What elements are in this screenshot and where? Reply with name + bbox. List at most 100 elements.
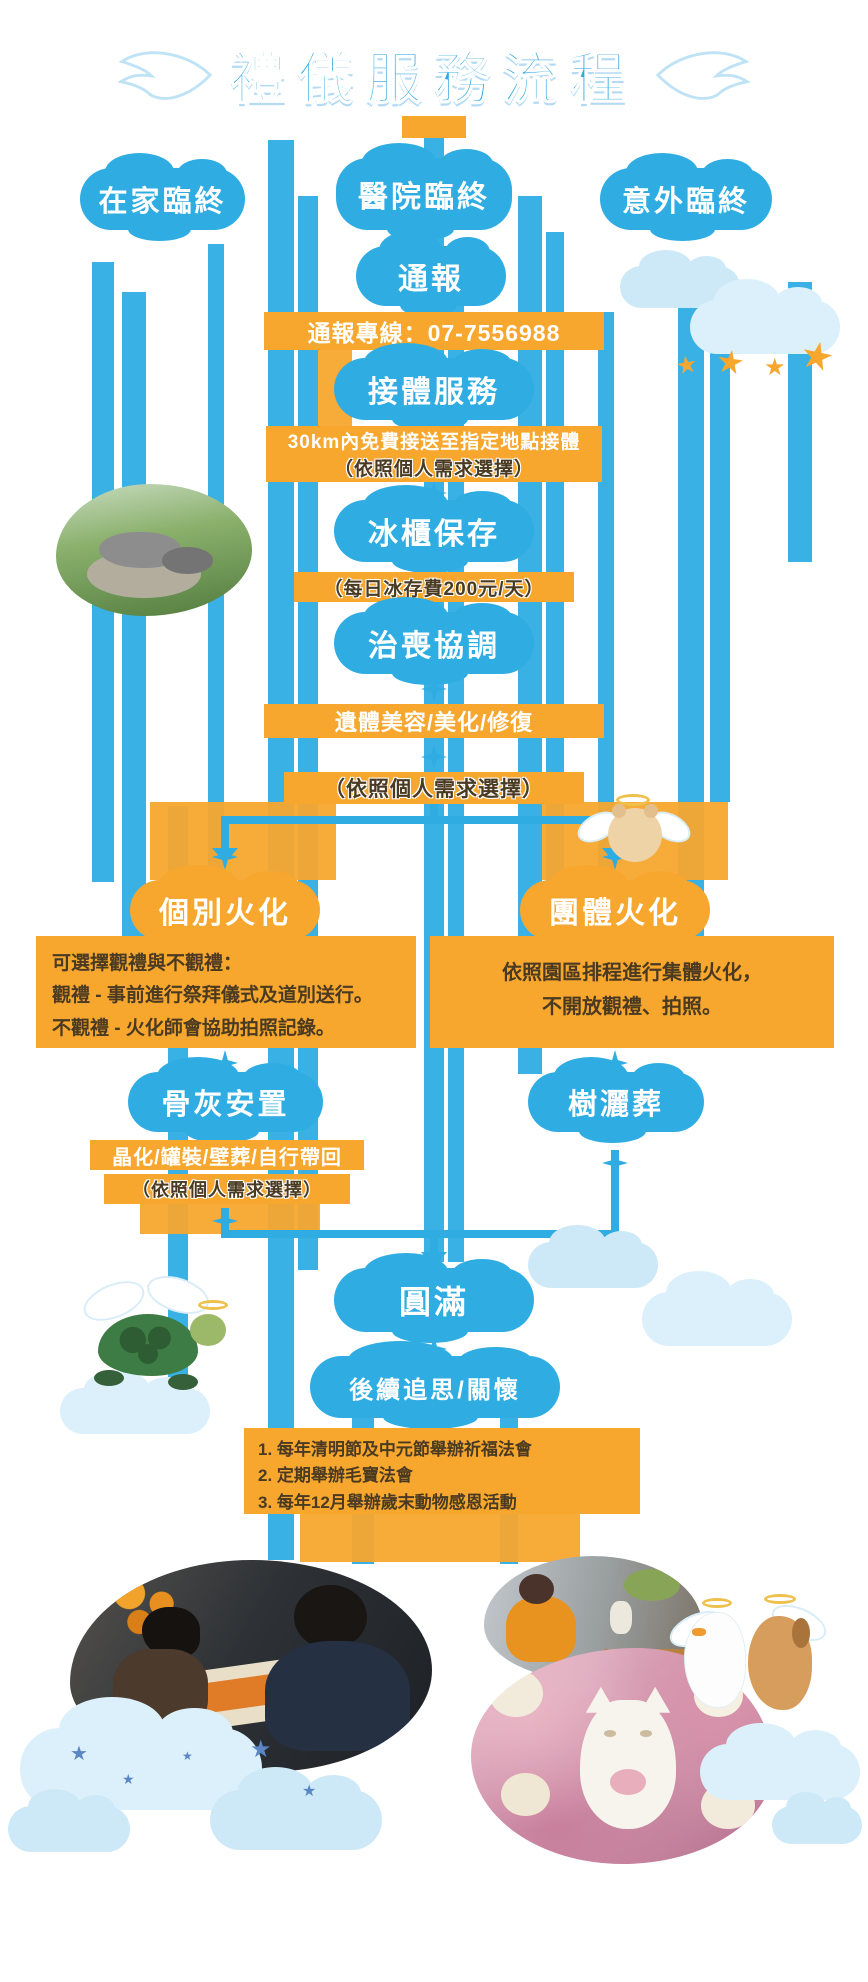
group-info-line1: 依照園區排程進行集體火化， xyxy=(502,962,762,984)
cat-urn-badge xyxy=(609,1768,647,1795)
freezer-note-band: （每日冰存費200元/天） xyxy=(294,572,574,602)
cloud-icon xyxy=(642,1271,792,1346)
decor-stripe xyxy=(710,332,730,802)
halo-icon xyxy=(198,1300,228,1310)
individual-info-line3: 不觀禮 - 火化師會協助拍照記錄。 xyxy=(52,1017,335,1039)
goose-beak xyxy=(692,1628,706,1636)
node-accident-passing: 意外臨終 xyxy=(600,153,772,241)
cloud-icon xyxy=(690,279,840,354)
halo-icon xyxy=(764,1594,796,1604)
halo-icon xyxy=(702,1598,732,1608)
connector-left-stub xyxy=(221,816,229,848)
node-tree-burial: 樹灑葬 xyxy=(528,1057,704,1143)
node-notify: 通報 xyxy=(356,231,506,317)
turtle-flipper xyxy=(168,1374,198,1390)
ashes-per-need-text: （依照個人需求選擇） xyxy=(132,1180,322,1200)
cat-urn-eye xyxy=(603,1730,616,1737)
altar-vase xyxy=(610,1601,633,1635)
node-freezer-label: 冰櫃保存 xyxy=(368,518,500,551)
star-icon: ★ xyxy=(250,1736,272,1763)
star-icon: ★ xyxy=(182,1749,193,1763)
cat-urn-ear xyxy=(585,1686,616,1713)
cloud-icon xyxy=(8,1788,130,1852)
node-individual-cremation: 個別火化 xyxy=(130,865,320,951)
cat-urn xyxy=(579,1699,677,1830)
cat-urn-ear xyxy=(640,1686,671,1713)
page-title: 禮儀服務流程 xyxy=(0,34,868,115)
pickup-note-band: 30km內免費接送至指定地點接體 （依照個人需求選擇） xyxy=(266,426,602,482)
cloud-icon xyxy=(700,1722,860,1800)
group-info-box: 依照園區排程進行集體火化， 不開放觀禮、拍照。 xyxy=(430,936,834,1048)
connector-merge-bar xyxy=(221,1230,619,1238)
photo-cats-on-stone xyxy=(56,484,252,616)
goose-body xyxy=(684,1612,746,1708)
person-silhouette xyxy=(142,1606,201,1658)
node-accident-passing-label: 意外臨終 xyxy=(621,186,750,218)
star-icon: ★ xyxy=(796,332,839,382)
node-followup: 後續追思/關懷 xyxy=(310,1341,560,1429)
monk-head xyxy=(518,1573,554,1604)
angel-wing-right-icon xyxy=(654,46,751,104)
followup-info-line2: 2. 定期舉辦毛寶法會 xyxy=(258,1466,413,1486)
ashes-options-text: 晶化/罐裝/壁葬/自行帶回 xyxy=(112,1146,342,1169)
hamster-ear xyxy=(644,804,658,818)
individual-info-line1: 可選擇觀禮與不觀禮： xyxy=(52,953,243,974)
cloud-bump xyxy=(127,217,191,241)
node-freezer: 冰櫃保存 xyxy=(334,485,534,573)
node-complete-label: 圓滿 xyxy=(398,1284,469,1320)
hamster-ear xyxy=(612,804,626,818)
beautify-text: 遺體美容/美化/修復 xyxy=(334,710,534,735)
star-icon: ★ xyxy=(70,1743,88,1765)
monk-figure xyxy=(505,1596,576,1662)
halo-icon xyxy=(616,794,650,806)
node-complete: 圓滿 xyxy=(334,1253,534,1343)
cloud-bump xyxy=(392,661,468,685)
node-coordination-label: 治喪協調 xyxy=(368,630,500,663)
connector-split-stub xyxy=(430,804,438,818)
node-group-label: 團體火化 xyxy=(549,897,681,930)
group-info-line2: 不開放觀禮、拍照。 xyxy=(542,996,722,1018)
node-ashes-label: 骨灰安置 xyxy=(161,1089,290,1121)
person-silhouette xyxy=(294,1585,367,1650)
cloud-bump xyxy=(392,1319,468,1343)
decor-stripe xyxy=(300,1508,580,1562)
pickup-note-line1: 30km內免費接送至指定地點接體 xyxy=(287,432,581,453)
node-home-passing-label: 在家臨終 xyxy=(98,186,227,218)
connector-merge-stub xyxy=(430,1236,438,1252)
followup-info-line3: 3. 每年12月舉辦歲末動物感恩活動 xyxy=(258,1492,517,1512)
ashes-per-need-band: （依照個人需求選擇） xyxy=(104,1174,350,1204)
node-coordination: 治喪協調 xyxy=(334,597,534,685)
node-hospital-passing: 醫院臨終 xyxy=(336,143,512,241)
node-group-cremation: 團體火化 xyxy=(520,865,710,951)
node-individual-label: 個別火化 xyxy=(159,897,291,930)
star-icon: ★ xyxy=(122,1771,135,1787)
star-icon: ★ xyxy=(764,354,786,381)
flower-shape xyxy=(501,1773,550,1817)
per-need-band: （依照個人需求選擇） xyxy=(284,772,584,804)
star-icon: ★ xyxy=(302,1783,317,1800)
hamster-angel-illustration xyxy=(572,794,696,882)
node-home-passing: 在家臨終 xyxy=(80,153,245,241)
node-pickup: 接體服務 xyxy=(334,343,534,431)
node-ashes-placement: 骨灰安置 xyxy=(128,1057,323,1143)
person-silhouette xyxy=(265,1640,411,1751)
cloud-icon xyxy=(210,1767,382,1850)
per-need-text: （依照個人需求選擇） xyxy=(324,778,544,801)
ashes-options-band: 晶化/罐裝/壁葬/自行帶回 xyxy=(90,1140,364,1170)
page-title-text: 禮儀服務流程 xyxy=(229,46,638,111)
followup-info-line1: 1. 每年清明節及中元節舉辦祈福法會 xyxy=(258,1440,532,1459)
flow-diamond-icon xyxy=(602,1150,628,1176)
individual-info-box: 可選擇觀禮與不觀禮： 觀禮 - 事前進行祭拜儀式及道別送行。 不觀禮 - 火化師… xyxy=(36,936,416,1048)
cat-shape xyxy=(161,547,213,574)
node-tree-label: 樹灑葬 xyxy=(567,1089,664,1121)
dog-goose-angels-illustration xyxy=(664,1594,832,1726)
turtle-head xyxy=(190,1314,226,1346)
node-notify-label: 通報 xyxy=(398,263,464,296)
dog-ear xyxy=(792,1618,810,1648)
turtle-flipper xyxy=(94,1370,124,1386)
cat-urn-eye xyxy=(640,1730,653,1737)
cloud-icon xyxy=(528,1224,658,1288)
cloud-bump xyxy=(579,1119,646,1143)
node-hospital-passing-label: 醫院臨終 xyxy=(358,181,490,214)
